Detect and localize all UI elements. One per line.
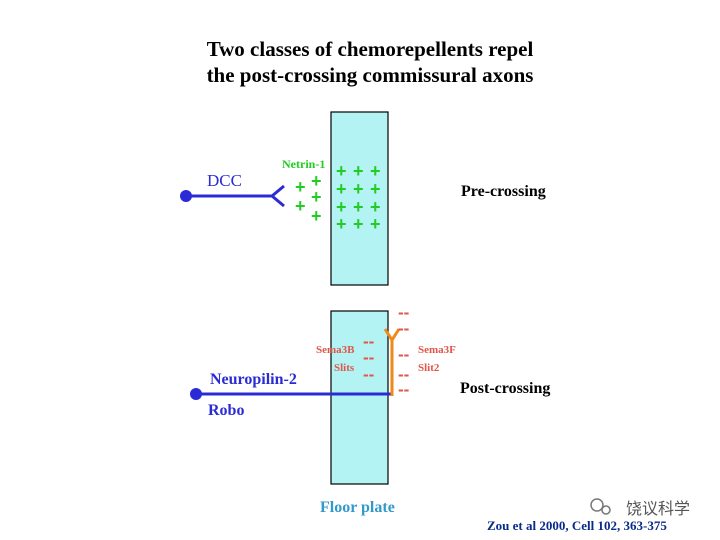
robo-label: Robo xyxy=(208,402,244,419)
slits-label: Slits xyxy=(334,362,355,374)
plus-sign: + xyxy=(370,197,381,217)
repellent-minus-signs: ---------------- xyxy=(363,303,409,399)
floor-plate-label: Floor plate xyxy=(320,499,395,516)
plus-sign: + xyxy=(353,179,364,199)
title-line-1: Two classes of chemorepellents repel xyxy=(206,37,534,61)
plus-sign: + xyxy=(295,196,306,216)
dcc-label: DCC xyxy=(207,171,242,190)
netrin-plus-signs: +++++++++++++++++ xyxy=(295,161,381,234)
plus-sign: + xyxy=(336,197,347,217)
floor-plate-lower xyxy=(330,310,389,485)
minus-sign: -- xyxy=(398,319,409,338)
plus-sign: + xyxy=(336,214,347,234)
minus-sign: -- xyxy=(363,332,374,351)
minus-sign: -- xyxy=(398,345,409,364)
plus-sign: + xyxy=(370,179,381,199)
title-line-2: the post-crossing commissural axons xyxy=(206,63,534,87)
plus-sign: + xyxy=(311,171,322,191)
sema3b-label: Sema3B xyxy=(316,344,355,356)
minus-sign: -- xyxy=(398,380,409,399)
minus-sign: -- xyxy=(398,303,409,322)
post-crossing-axon xyxy=(190,388,392,400)
watermark-text: 饶议科学 xyxy=(625,499,690,518)
plus-sign: + xyxy=(311,187,322,207)
plus-sign: + xyxy=(336,179,347,199)
minus-sign: -- xyxy=(363,348,374,367)
netrin-label: Netrin-1 xyxy=(282,157,325,171)
slit2-label: Slit2 xyxy=(418,362,440,374)
minus-sign: -- xyxy=(398,365,409,384)
floor-plate-upper xyxy=(330,111,389,286)
plus-sign: + xyxy=(336,161,347,181)
slide-title: Two classes of chemorepellents repel the… xyxy=(0,36,720,88)
receptor-y-shape xyxy=(383,328,401,396)
plus-sign: + xyxy=(370,214,381,234)
minus-sign: -- xyxy=(363,365,374,384)
dcc-cell-body xyxy=(180,190,192,202)
post-crossing-label: Post-crossing xyxy=(460,380,550,397)
plus-sign: + xyxy=(353,161,364,181)
post-crossing-cell-body xyxy=(190,388,202,400)
plus-sign: + xyxy=(295,177,306,197)
plus-sign: + xyxy=(370,161,381,181)
pre-crossing-label: Pre-crossing xyxy=(461,183,546,200)
plus-sign: + xyxy=(311,206,322,226)
plus-sign: + xyxy=(353,197,364,217)
neuropilin-label: Neuropilin-2 xyxy=(210,371,297,388)
watermark-logo-icon xyxy=(590,498,611,515)
sema3f-label: Sema3F xyxy=(418,344,456,356)
citation: Zou et al 2000, Cell 102, 363-375 xyxy=(487,518,667,533)
plus-sign: + xyxy=(353,214,364,234)
dcc-axon xyxy=(180,184,285,208)
